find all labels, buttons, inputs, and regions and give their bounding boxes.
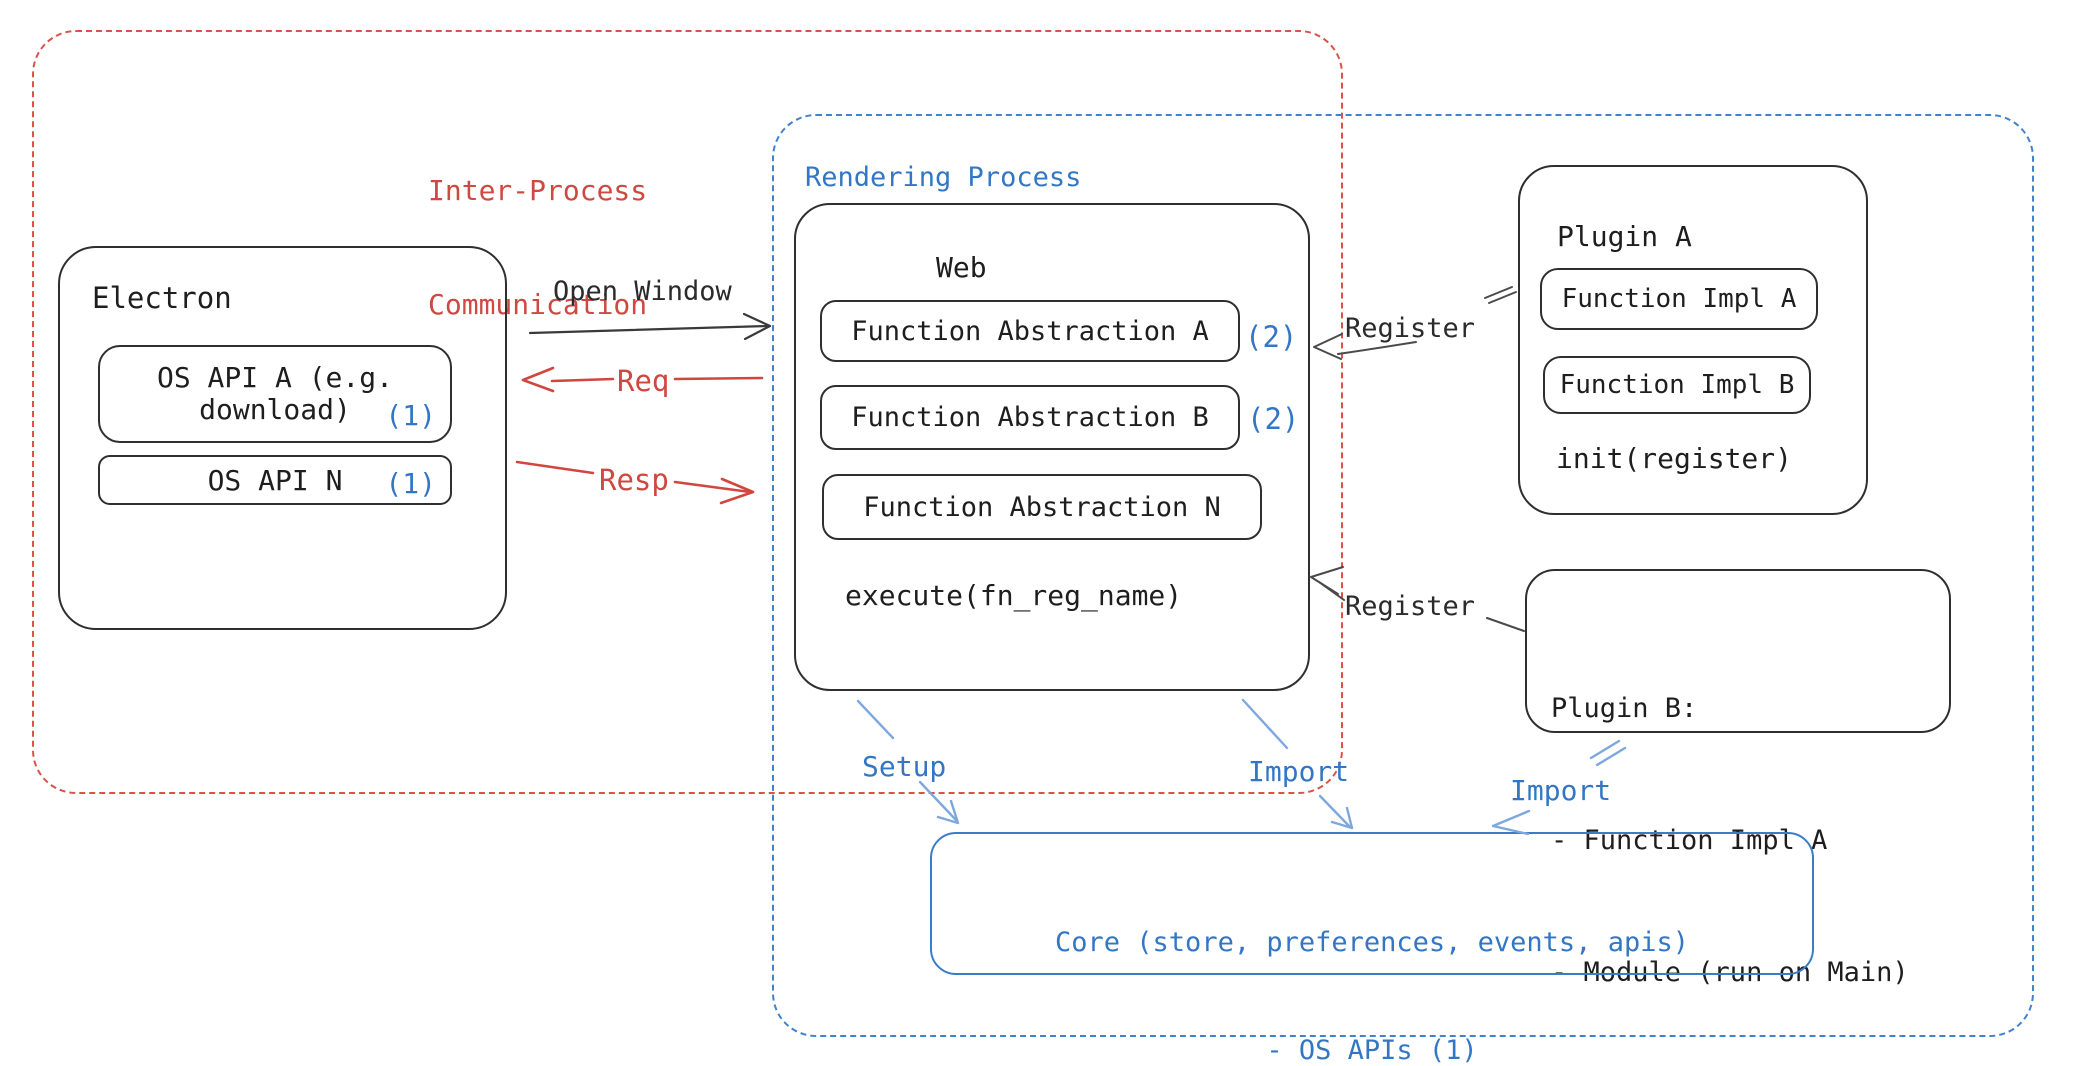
- os-api-n-badge: (1): [385, 467, 436, 500]
- ipc-region-box: [32, 30, 1343, 794]
- execute-label: execute(fn_reg_name): [845, 579, 1183, 612]
- os-api-a-line2: download): [199, 393, 351, 426]
- web-title: Web: [936, 251, 987, 284]
- core-box: [930, 832, 1814, 975]
- plugin-b-text: Plugin B: - Function Impl A - Module (ru…: [1551, 599, 1909, 1066]
- function-impl-a-label: Function Impl A: [1561, 284, 1797, 314]
- req-label: Req: [617, 364, 670, 398]
- function-impl-b-box: Function Impl B: [1543, 356, 1811, 414]
- setup-label: Setup: [862, 750, 947, 783]
- register-bottom-label: Register: [1345, 591, 1476, 622]
- import-web-label: Import: [1248, 755, 1350, 788]
- os-api-n-label: OS API N: [207, 463, 343, 497]
- ipc-region-label: Inter-Process Communication: [428, 96, 647, 400]
- web-box: [794, 203, 1310, 691]
- function-abstraction-b-badge: (2): [1247, 402, 1300, 436]
- function-abstraction-n-box: Function Abstraction N: [822, 474, 1262, 540]
- register-top-label: Register: [1345, 313, 1476, 344]
- ipc-region-label-line1: Inter-Process: [428, 174, 648, 207]
- ipc-region-label-line2: Communication: [428, 288, 648, 321]
- plugin-b-item-impl-a: - Function Impl A: [1551, 825, 1828, 856]
- plugin-b-title: Plugin B:: [1551, 693, 1698, 724]
- init-register-label: init(register): [1556, 442, 1793, 475]
- os-api-a-box: OS API A (e.g. download) (1): [98, 345, 452, 443]
- plugin-a-box: [1518, 165, 1868, 515]
- function-abstraction-b-box: Function Abstraction B: [820, 385, 1240, 450]
- plugin-b-item-module: - Module (run on Main): [1551, 957, 1909, 988]
- import-plugin-label: Import: [1510, 774, 1612, 807]
- function-abstraction-a-box: Function Abstraction A: [820, 300, 1240, 362]
- plugin-b-box: [1525, 569, 1951, 733]
- core-line2: - OS APIs (1): [1266, 1035, 1478, 1066]
- resp-label: Resp: [599, 463, 669, 497]
- rendering-region-label: Rendering Process: [805, 162, 1082, 193]
- electron-title: Electron: [92, 281, 232, 315]
- function-abstraction-b-label: Function Abstraction B: [851, 402, 1209, 433]
- os-api-n-box: OS API N (1): [98, 455, 452, 505]
- function-abstraction-a-badge: (2): [1245, 320, 1298, 354]
- function-abstraction-n-label: Function Abstraction N: [863, 491, 1221, 523]
- function-impl-b-label: Function Impl B: [1559, 370, 1795, 400]
- electron-box: [58, 246, 507, 630]
- os-api-a-line1: OS API A (e.g.: [156, 361, 393, 394]
- rendering-region-box: [772, 114, 2034, 1037]
- os-api-a-badge: (1): [385, 399, 436, 432]
- function-impl-a-box: Function Impl A: [1540, 268, 1818, 330]
- open-window-label: Open Window: [553, 276, 732, 307]
- core-line1: Core (store, preferences, events, apis): [1055, 927, 1689, 958]
- function-abstraction-a-label: Function Abstraction A: [851, 315, 1209, 347]
- plugin-a-title: Plugin A: [1557, 220, 1692, 253]
- core-text: Core (store, preferences, events, apis) …: [930, 853, 1814, 1066]
